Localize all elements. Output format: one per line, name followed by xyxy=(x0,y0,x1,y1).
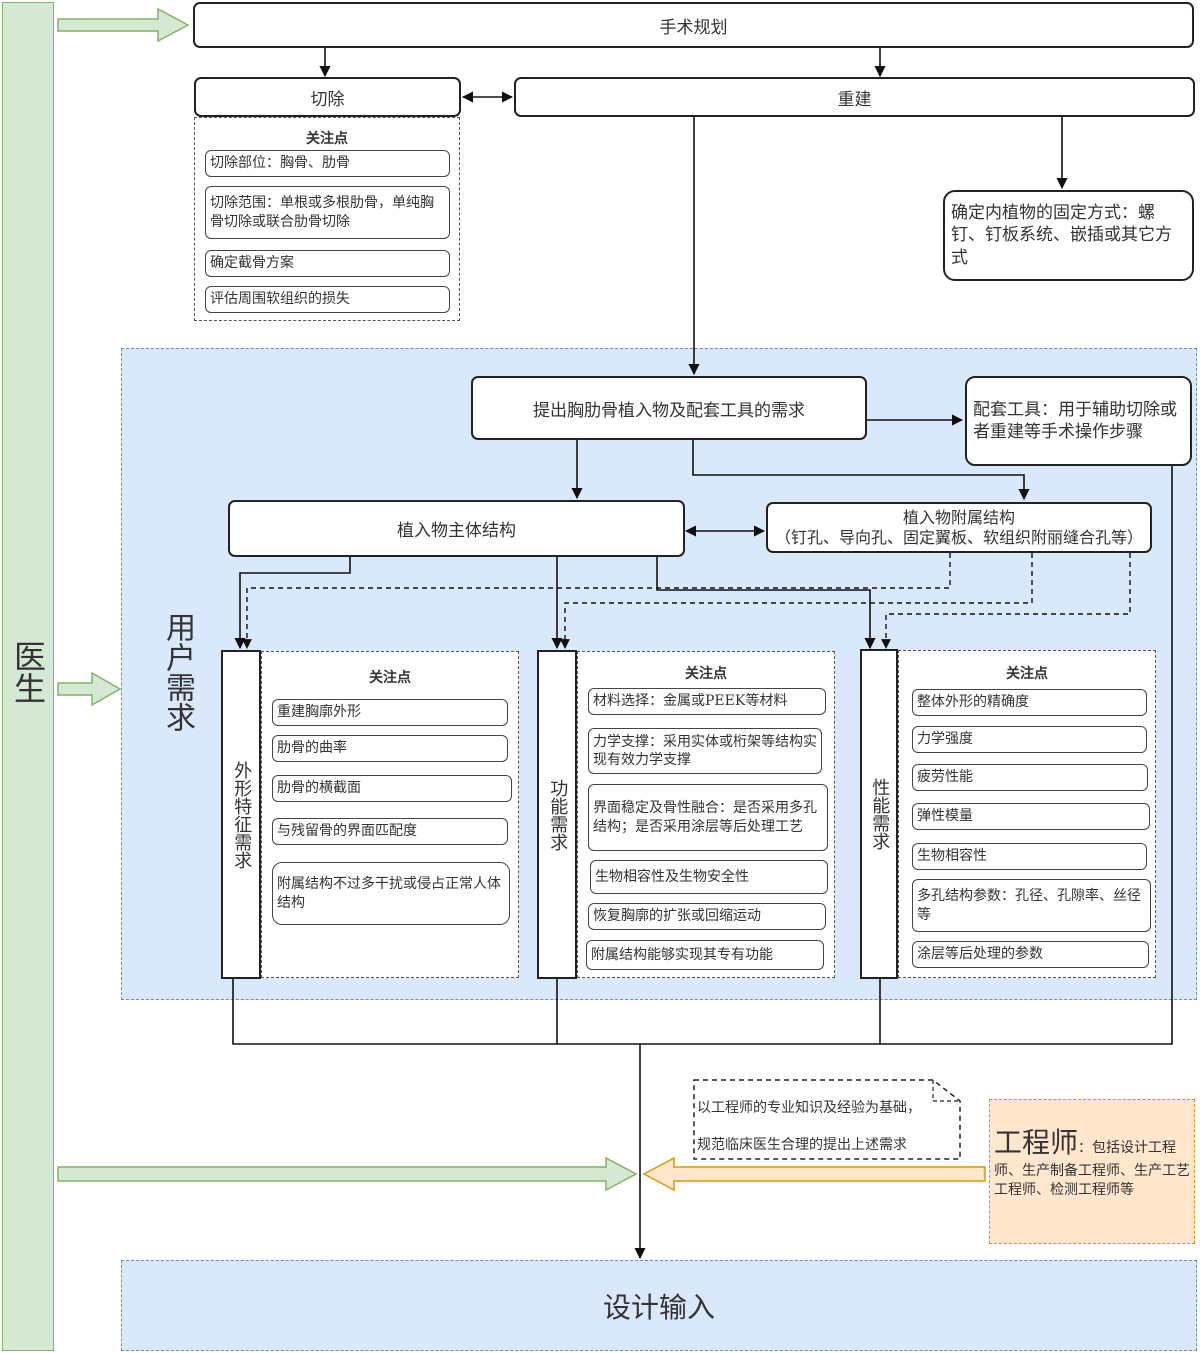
focus-item: 生物相容性 xyxy=(912,843,1147,870)
reconstruction-box: 重建 xyxy=(514,77,1195,117)
focus-item: 肋骨的横截面 xyxy=(272,775,512,802)
resection-box: 切除 xyxy=(194,77,461,117)
focus-item: 涂层等后处理的参数 xyxy=(912,941,1149,968)
focus-item: 力学支撑：采用实体或桁架等结构实现有效力学支撑 xyxy=(588,728,822,774)
design-input-region xyxy=(121,1260,1197,1351)
engineer-desc: ：包括设计工程师、生产制备工程师、生产工艺工程师、检测工程师等 xyxy=(994,1140,1190,1198)
focus-item: 切除部位：胸骨、肋骨 xyxy=(205,150,450,177)
focus-item: 与残留骨的界面匹配度 xyxy=(272,818,508,845)
focus-item: 重建胸廓外形 xyxy=(272,699,508,726)
focus-item: 疲劳性能 xyxy=(912,764,1148,791)
user-needs-label: 用户需求 xyxy=(160,612,195,732)
focus-item: 切除范围：单根或多根肋骨，单纯胸骨切除或联合肋骨切除 xyxy=(205,186,450,239)
focus-item: 附属结构不过多干扰或侵占正常人体结构 xyxy=(272,862,510,925)
function-req-label: 功能需求 xyxy=(537,650,577,979)
focus-item: 恢复胸廓的扩张或回缩运动 xyxy=(588,903,826,930)
note-line-2: 规范临床医生合理的提出上述需求 xyxy=(697,1137,907,1153)
performance-focus-title: 关注点 xyxy=(1006,666,1048,682)
focus-item: 力学强度 xyxy=(912,726,1147,753)
shape-focus-title: 关注点 xyxy=(369,670,411,686)
attached-structure-detail: （钉孔、导向孔、固定翼板、软组织附丽缝合孔等） xyxy=(774,527,1143,547)
green-arrow-bottom xyxy=(57,1156,638,1192)
focus-item: 界面稳定及骨性融合：是否采用多孔结构；是否采用涂层等后处理工艺 xyxy=(588,784,828,851)
attached-structure-box: 植入物附属结构 （钉孔、导向孔、固定翼板、软组织附丽缝合孔等） xyxy=(766,502,1152,553)
focus-item: 肋骨的曲率 xyxy=(272,735,508,762)
design-input-label: 设计输入 xyxy=(602,1290,715,1324)
green-arrow-middle xyxy=(57,671,122,707)
focus-item: 材料选择：金属或PEEK等材料 xyxy=(588,688,826,715)
engineer-box: 工程师：包括设计工程师、生产制备工程师、生产工艺工程师、检测工程师等 xyxy=(989,1099,1195,1244)
doctor-label: 医生 xyxy=(9,640,47,704)
focus-item: 多孔结构参数：孔径、孔隙率、丝径等 xyxy=(912,879,1151,932)
tools-box: 配套工具：用于辅助切除或者重建等手术操作步骤 xyxy=(965,376,1192,466)
engineer-title: 工程师 xyxy=(994,1126,1079,1159)
note-shape xyxy=(693,1079,961,1160)
resection-focus-title: 关注点 xyxy=(306,131,348,147)
focus-item: 生物相容性及生物安全性 xyxy=(590,860,828,894)
green-arrow-top xyxy=(57,7,190,43)
attached-structure-title: 植入物附属结构 xyxy=(902,507,1015,527)
focus-item: 附属结构能够实现其专有功能 xyxy=(586,940,824,970)
focus-item: 弹性模量 xyxy=(912,803,1150,830)
performance-req-label: 性能需求 xyxy=(860,649,898,979)
orange-arrow xyxy=(642,1156,986,1192)
doctor-bar xyxy=(2,2,54,1351)
focus-item: 评估周围软组织的损失 xyxy=(205,286,450,313)
fixation-box: 确定内植物的固定方式：螺钉、钉板系统、嵌插或其它方式 xyxy=(943,190,1194,281)
focus-item: 确定截骨方案 xyxy=(205,250,450,277)
main-structure-box: 植入物主体结构 xyxy=(228,500,685,557)
propose-box: 提出胸肋骨植入物及配套工具的需求 xyxy=(471,376,867,440)
note-line-1: 以工程师的专业知识及经验为基础， xyxy=(697,1100,921,1116)
focus-item: 整体外形的精确度 xyxy=(912,689,1147,716)
function-focus-title: 关注点 xyxy=(685,666,727,682)
surgery-plan-box: 手术规划 xyxy=(193,2,1194,48)
shape-req-label: 外形特征需求 xyxy=(221,650,261,979)
